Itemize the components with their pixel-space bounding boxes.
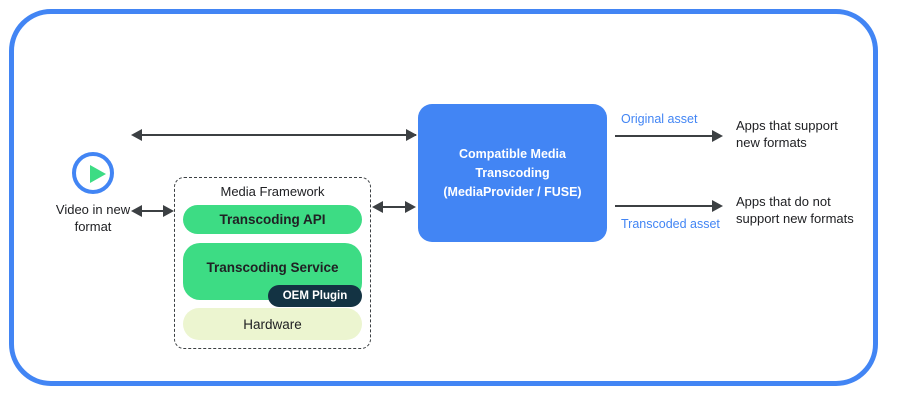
play-circle-icon [72, 152, 114, 194]
label-transcoded-asset: Transcoded asset [621, 217, 720, 231]
layer-hardware: Hardware [183, 308, 362, 340]
arrow-original-asset-line [615, 135, 714, 137]
arrow-framework-to-core-left-head [372, 201, 383, 213]
compatible-media-transcoding-box: Compatible Media Transcoding (MediaProvi… [418, 104, 607, 242]
core-title-line-3: (MediaProvider / FUSE) [443, 184, 582, 199]
core-title-line-2: Transcoding [475, 165, 550, 180]
media-framework-container [174, 177, 371, 349]
caption-apps-not-supporting-new-formats: Apps that do not support new formats [736, 194, 854, 226]
arrow-source-to-framework-line [140, 210, 172, 212]
outer-frame-border [9, 9, 878, 386]
arrow-source-to-core-line [140, 134, 416, 136]
arrow-framework-to-core-right-head [405, 201, 416, 213]
arrow-source-to-framework-left-head [131, 205, 142, 217]
arrow-transcoded-asset-line [615, 205, 714, 207]
caption-apps-supporting-new-formats: Apps that support new formats [736, 118, 838, 150]
arrow-source-to-core-left-head [131, 129, 142, 141]
arrow-framework-to-core-line [381, 206, 414, 208]
play-triangle-icon [90, 165, 106, 183]
oem-plugin-badge: OEM Plugin [268, 285, 362, 307]
arrow-original-asset-head [712, 130, 723, 142]
label-original-asset: Original asset [621, 112, 698, 126]
core-title-line-1: Compatible Media [459, 146, 566, 161]
arrow-source-to-framework-right-head [163, 205, 174, 217]
media-framework-title: Media Framework [220, 184, 325, 199]
arrow-source-to-core-right-head [406, 129, 417, 141]
arrow-transcoded-asset-head [712, 200, 723, 212]
video-source-caption: Video in new format [55, 202, 131, 234]
layer-transcoding-api: Transcoding API [183, 205, 362, 234]
